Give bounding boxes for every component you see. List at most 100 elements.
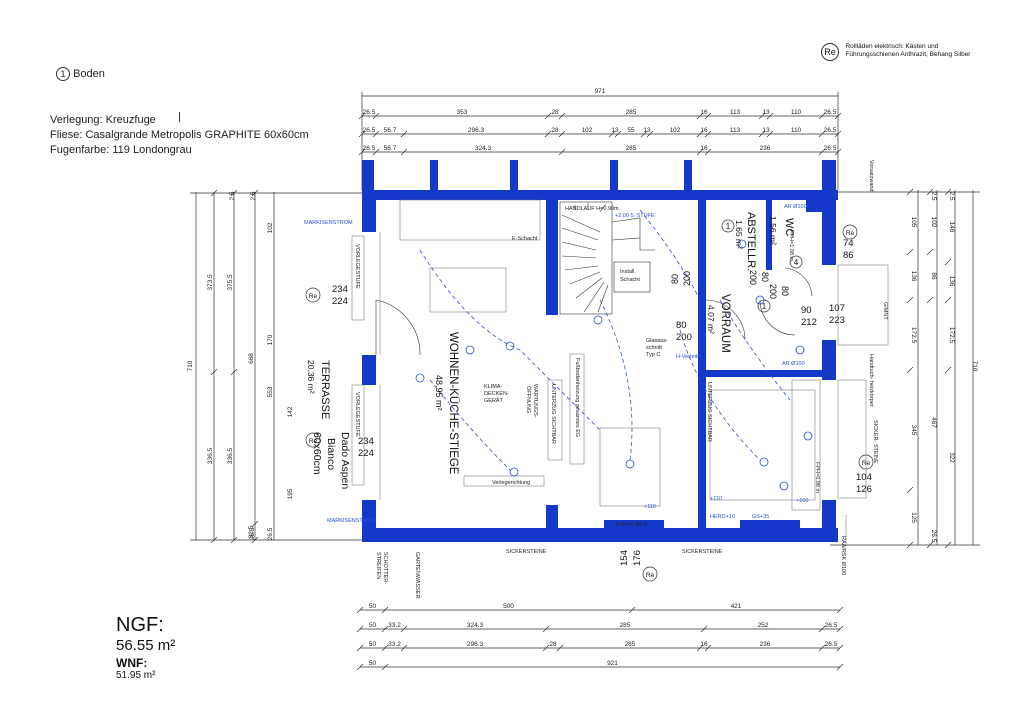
dim-right-c3-2: 172.5 <box>948 327 955 344</box>
dim-right-c1-2: 172.5 <box>910 327 917 344</box>
dim-top-r2-2: 296.3 <box>468 127 485 134</box>
klima-2: DECKEN- <box>484 391 509 397</box>
tile-type: Fliese: Casalgrande Metropolis GRAPHITE … <box>50 129 309 141</box>
handtuch: Handtuch- heizkörper <box>868 354 874 407</box>
ngf-value: 56.55 m² <box>116 637 176 654</box>
unterzug-2: UNTERZUG SICHTBAR <box>706 382 712 442</box>
dim-top-r2-11: 13 <box>762 127 770 134</box>
dim-right-c3-0: 146 <box>948 222 955 233</box>
opening-w1-width: 234 <box>332 284 348 295</box>
opening-w3-width: 74 <box>843 238 854 249</box>
dim-top-r2-0: 26.5 <box>363 127 376 134</box>
dim-bot-r3-7: 26.5 <box>825 641 838 648</box>
dim-bot-r2-4: 252 <box>758 622 769 629</box>
dim-top-r2-12: 110 <box>791 127 802 134</box>
dim-bot-r3-6: 236 <box>760 641 771 648</box>
room-labels: WOHNEN-KÜCHE-STIEGE 48.95 m² ABSTELLR. 1… <box>306 212 795 489</box>
opening-w5-width: 154 <box>619 550 630 566</box>
opening-w3-height: 86 <box>843 250 854 261</box>
dim-top-r1-8: 26.5 <box>824 109 837 116</box>
fph-3: FPH=1.38 m <box>788 230 794 261</box>
dim-bot-r2-5: 26.5 <box>825 622 838 629</box>
dim-right-c3-1: 136 <box>948 276 955 287</box>
terrace-area: 20.36 m² <box>306 360 316 394</box>
dim-top-r1-5: 113 <box>730 109 741 116</box>
dim-right-small-1: 2.5 <box>948 191 955 200</box>
dim-left-c5-4: 26.5 <box>267 527 274 540</box>
opening-w4-height: 126 <box>856 484 872 495</box>
opening-d4-width: 80 <box>760 272 770 282</box>
drawing-title-text: Boden <box>73 68 105 80</box>
vorlegestufe-2: VORLEGESTUFE <box>354 392 360 437</box>
opening-d5-width: 80 <box>780 286 790 296</box>
hall-name: VORRAUM <box>719 294 731 353</box>
stufe: +2.00 5. STUFE <box>615 213 655 219</box>
living-room-name: WOHNEN-KÜCHE-STIEGE <box>447 332 459 475</box>
dim-left-c5-2: 142 <box>287 406 294 417</box>
vorsatzwand: Vorsatzwand <box>868 160 874 192</box>
wc-area: 1.56 m² <box>768 216 778 245</box>
dim-top-r2-8: 102 <box>670 127 681 134</box>
opening-w1-height: 224 <box>332 296 348 307</box>
label-herd: HERD+10 <box>710 514 735 520</box>
opening-d3-height: 200 <box>676 332 692 343</box>
dim-left-c5-6: 553 <box>267 386 274 397</box>
dim-left-c5-1: 170 <box>267 334 274 345</box>
dim-bot-r1-0: 50 <box>369 603 377 610</box>
dim-top-r3-2: 324.3 <box>475 145 492 152</box>
wc-number: 4 <box>794 258 799 267</box>
glasaus-2: schnitt <box>646 345 662 351</box>
terrace-mat1: Dado Aspen <box>339 432 351 489</box>
shutter-symbol: Re <box>821 43 839 61</box>
dim-left-c2-0: 373.5 <box>207 274 214 291</box>
dim-right-c2-2: 467 <box>930 417 937 428</box>
raa-rsk: RAA/RSK Ø100 <box>840 536 846 575</box>
gimnt: GIMNT <box>882 302 888 320</box>
storage-area: 1.65 m² <box>734 220 744 249</box>
dim-left-total: 710 <box>187 360 194 371</box>
markisenstrom-2: MARKISENSTROM <box>327 518 376 524</box>
schotter-2: STREIFEN <box>375 552 381 579</box>
klima-1: KLIMA- <box>484 384 503 390</box>
dim-right-total: 710 <box>971 361 978 372</box>
label-gs: GS+35 <box>752 514 769 520</box>
dim-right-c1-1: 136 <box>910 271 917 282</box>
dim-left-small-0: 2.5 <box>229 191 236 200</box>
install-schacht-1: Install. <box>620 269 636 275</box>
tile-info: Verlegung: Kreuzfuge Fliese: Casalgrande… <box>50 113 309 158</box>
dim-bot-r3-2: 296.3 <box>467 641 484 648</box>
dim-right-c2-1: 86 <box>930 272 937 280</box>
area-summary: NGF: 56.55 m² WNF: 51.95 m² <box>116 614 175 681</box>
dim-right-c3-3: 322 <box>948 452 955 463</box>
label-p110: +110 <box>710 496 722 502</box>
fph-1: FPH=0.98 m <box>616 522 647 528</box>
sicker-steine-right: SICKER- STEINE <box>872 420 878 464</box>
dim-top-r2-10: 113 <box>730 127 741 134</box>
dim-bot-r2-2: 324.3 <box>467 622 484 629</box>
dim-left-c2-1: 336.5 <box>207 447 214 464</box>
vorlegestufe-1: VORLEGESTUFE <box>354 244 360 289</box>
storage-name: ABSTELLR. <box>745 212 757 271</box>
opening-w2-width: 234 <box>358 436 374 447</box>
electrical-symbols <box>415 239 813 491</box>
dim-top-r1-0: 26.5 <box>363 109 376 116</box>
dim-bot-r3-1: 33.2 <box>388 641 401 648</box>
dim-left-c3-1: 336.5 <box>227 447 234 464</box>
dim-top-r2-13: 26.5 <box>824 127 837 134</box>
glasaus-3: Typ C <box>646 352 660 358</box>
e-schacht: E-Schacht <box>512 236 538 242</box>
text-cursor <box>179 112 180 122</box>
fph-2: FPH=0.98 m <box>814 462 820 493</box>
label-ar2: AR Ø100 <box>782 361 805 367</box>
opening-d4-height: 200 <box>748 270 758 285</box>
dim-left-small-1: 2.5 <box>250 191 257 200</box>
dim-bot-r3-5: 16 <box>700 641 708 648</box>
opening-d5-height: 200 <box>768 284 778 299</box>
opening-d2-height: 212 <box>801 317 817 328</box>
label-p160: +160 <box>796 498 808 504</box>
dim-top-r1-3: 285 <box>626 109 637 116</box>
dim-right-c1-4: 125 <box>910 512 917 523</box>
glasaus-1: Glasaus- <box>646 338 668 344</box>
sickersteine-1: SICKERSTEINE <box>506 549 547 555</box>
